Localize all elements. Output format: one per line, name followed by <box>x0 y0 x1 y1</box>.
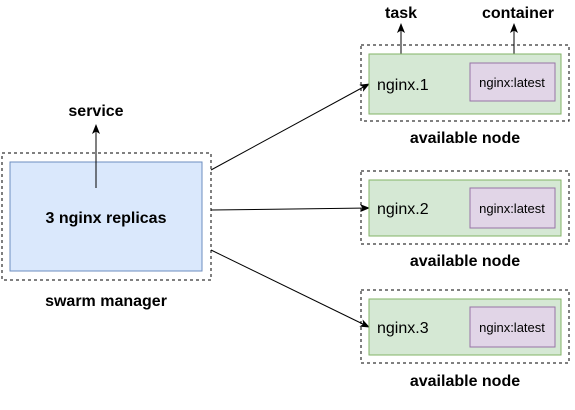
node-2: nginx.2 nginx:latest available node <box>360 170 570 270</box>
node-3: nginx.3 nginx:latest available node <box>360 289 570 390</box>
node-caption: available node <box>410 253 520 270</box>
arrow-to-node-1 <box>210 83 370 171</box>
task-name: nginx.3 <box>377 320 429 337</box>
node-1: nginx.1 nginx:latest available node <box>360 44 570 147</box>
task-name: nginx.1 <box>377 77 429 94</box>
service-label: service <box>68 103 123 120</box>
arrow-to-node-3 <box>210 249 370 328</box>
node-caption: available node <box>410 373 520 390</box>
task-name: nginx.2 <box>377 201 429 218</box>
container-box[interactable] <box>469 62 556 102</box>
node-caption: available node <box>410 130 520 147</box>
container-box[interactable] <box>469 187 556 229</box>
container-name: nginx:latest <box>479 75 545 90</box>
container-name: nginx:latest <box>479 320 545 335</box>
node-boundary <box>360 289 570 364</box>
container-box[interactable] <box>469 306 556 348</box>
arrow-to-node-2 <box>210 204 370 213</box>
node-boundary <box>360 44 570 122</box>
swarm-manager-caption: swarm manager <box>45 293 167 310</box>
swarm-manager-boundary <box>1 152 212 281</box>
service-box-label: 3 nginx replicas <box>46 210 167 227</box>
service-box[interactable] <box>9 161 203 272</box>
task-label: task <box>385 5 417 22</box>
container-name: nginx:latest <box>479 201 545 216</box>
node-boundary <box>360 170 570 245</box>
container-label: container <box>482 5 554 22</box>
